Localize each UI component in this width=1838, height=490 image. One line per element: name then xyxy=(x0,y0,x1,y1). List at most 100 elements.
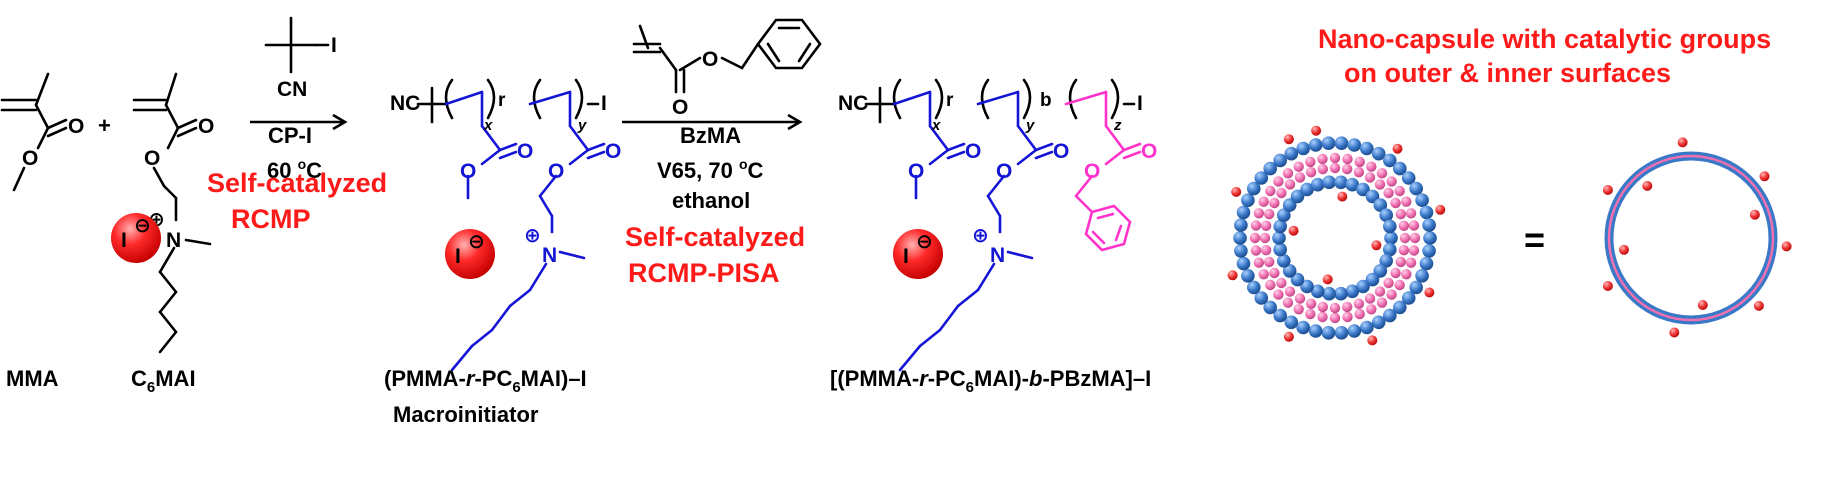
outer-blue-bead xyxy=(1273,308,1287,323)
outer-blue-bead xyxy=(1423,231,1437,245)
outer-pink-bead xyxy=(1354,156,1365,168)
catalytic-dot xyxy=(1392,143,1403,154)
macro-mma-ester-o: O xyxy=(460,160,476,183)
outer-blue-bead xyxy=(1263,161,1277,176)
inner-pink-bead xyxy=(1276,277,1287,289)
outer-pink-bead xyxy=(1366,161,1377,172)
inner-blue-bead xyxy=(1290,189,1305,204)
c6mai-structure xyxy=(132,72,212,354)
outer-blue-bead xyxy=(1254,291,1269,305)
outer-pink-bead xyxy=(1305,308,1316,320)
inner-pink-bead xyxy=(1364,172,1376,183)
inner-pink-bead xyxy=(1342,163,1353,175)
inner-pink-bead xyxy=(1398,220,1410,231)
inner-pink-bead xyxy=(1353,167,1365,178)
outer-pink-bead xyxy=(1394,185,1405,197)
catalytic-dot xyxy=(1337,191,1348,202)
inner-blue-bead xyxy=(1373,198,1388,212)
outer-pink-bead xyxy=(1405,208,1417,219)
c6mai-nitrogen: N xyxy=(166,229,181,252)
block-sub-y: y xyxy=(1025,117,1035,134)
outer-pink-bead xyxy=(1258,196,1269,207)
mma-label: MMA xyxy=(6,366,59,391)
outer-pink-bead xyxy=(1405,257,1417,268)
cp-i-nitrile: CN xyxy=(277,78,307,101)
macro-iodine: I xyxy=(601,92,607,115)
inner-pink-bead xyxy=(1259,232,1271,244)
capsule-equals-sign: = xyxy=(1524,219,1545,260)
catalytic-dot xyxy=(1781,241,1792,252)
macroinitiator-name: (PMMA-r-PC6MAI)–I xyxy=(384,366,587,396)
outer-blue-bead xyxy=(1419,205,1434,220)
macroinitiator-role: Macroinitiator xyxy=(393,402,539,427)
inner-pink-bead xyxy=(1399,232,1411,244)
iodide-sphere xyxy=(893,229,943,279)
step1-arrow-head xyxy=(332,113,348,131)
catalytic-dot xyxy=(1753,300,1764,311)
iodide-symbol: I xyxy=(455,245,461,268)
c6mai-ester-oxygen: O xyxy=(144,147,160,170)
catalytic-dot xyxy=(1749,209,1760,220)
inner-blue-bead xyxy=(1356,182,1370,197)
catalytic-dot xyxy=(1424,287,1435,298)
inner-blue-bead xyxy=(1282,264,1297,278)
inner-blue-bead xyxy=(1334,286,1348,301)
cp-i-structure xyxy=(264,16,330,74)
outer-blue-bead xyxy=(1422,218,1436,232)
c6mai-label: C6MAI xyxy=(131,366,196,396)
catalytic-dot xyxy=(1435,204,1446,215)
bzma-ester-oxygen: O xyxy=(702,48,718,71)
outer-blue-bead xyxy=(1415,193,1429,207)
catalytic-dot xyxy=(1322,274,1333,285)
catalytic-dot xyxy=(1311,125,1322,136)
inner-blue-bead xyxy=(1345,284,1360,299)
bzma-structure xyxy=(632,18,822,94)
outer-pink-bead xyxy=(1258,269,1269,280)
block-mma-ester-o: O xyxy=(908,160,924,183)
catalytic-dot xyxy=(1697,300,1708,310)
iodide-negative-charge: ⊖ xyxy=(134,215,151,237)
inner-pink-bead xyxy=(1329,302,1341,314)
inner-pink-bead xyxy=(1284,179,1296,190)
step2-title-line1: Self-catalyzed xyxy=(625,222,805,252)
block-copolymer-structure xyxy=(864,78,1142,372)
macro-iodide-ion: I ⊖ xyxy=(445,229,495,279)
capsule-simplified-model xyxy=(1602,137,1792,338)
inner-pink-bead xyxy=(1374,286,1386,297)
outer-pink-bead xyxy=(1401,269,1412,280)
iodide-symbol: I xyxy=(121,229,127,252)
outer-pink-bead xyxy=(1317,311,1328,323)
catalytic-dot xyxy=(1669,327,1680,338)
macro-c6-carbonyl-o: O xyxy=(605,140,621,163)
outer-blue-bead xyxy=(1321,136,1336,150)
step1-reagent: CP-I xyxy=(268,123,312,148)
outer-blue-bead xyxy=(1233,231,1247,245)
macro-random-link: r xyxy=(498,90,506,111)
outer-blue-bead xyxy=(1371,315,1386,330)
catalytic-dot xyxy=(1288,225,1299,236)
inner-blue-bead xyxy=(1300,182,1314,197)
iodide-negative-charge: ⊖ xyxy=(916,231,933,253)
outer-blue-bead xyxy=(1334,136,1349,150)
inner-blue-bead xyxy=(1379,208,1393,222)
block-iodide-ion: I ⊖ xyxy=(893,229,943,279)
outer-blue-bead xyxy=(1393,161,1407,176)
outer-pink-bead xyxy=(1394,279,1405,291)
step2-reagent: BzMA xyxy=(680,123,741,148)
outer-blue-bead xyxy=(1308,324,1323,338)
block-nitrile: NC xyxy=(838,92,868,115)
block-iodine: I xyxy=(1137,92,1143,115)
block-bzma-ester-o: O xyxy=(1084,160,1100,183)
inner-blue-bead xyxy=(1365,189,1380,204)
block-sub-z: z xyxy=(1113,117,1122,134)
outer-blue-bead xyxy=(1254,171,1269,185)
step1-title-line2: RCMP xyxy=(231,204,311,234)
block-nitrogen: N xyxy=(990,244,1005,267)
block-mma-carbonyl-o: O xyxy=(965,140,981,163)
catalytic-dot xyxy=(1283,134,1294,145)
block-sub-x: x xyxy=(931,117,941,134)
outer-blue-bead xyxy=(1347,324,1362,338)
inner-pink-bead xyxy=(1294,172,1306,183)
inner-blue-bead xyxy=(1300,279,1314,294)
